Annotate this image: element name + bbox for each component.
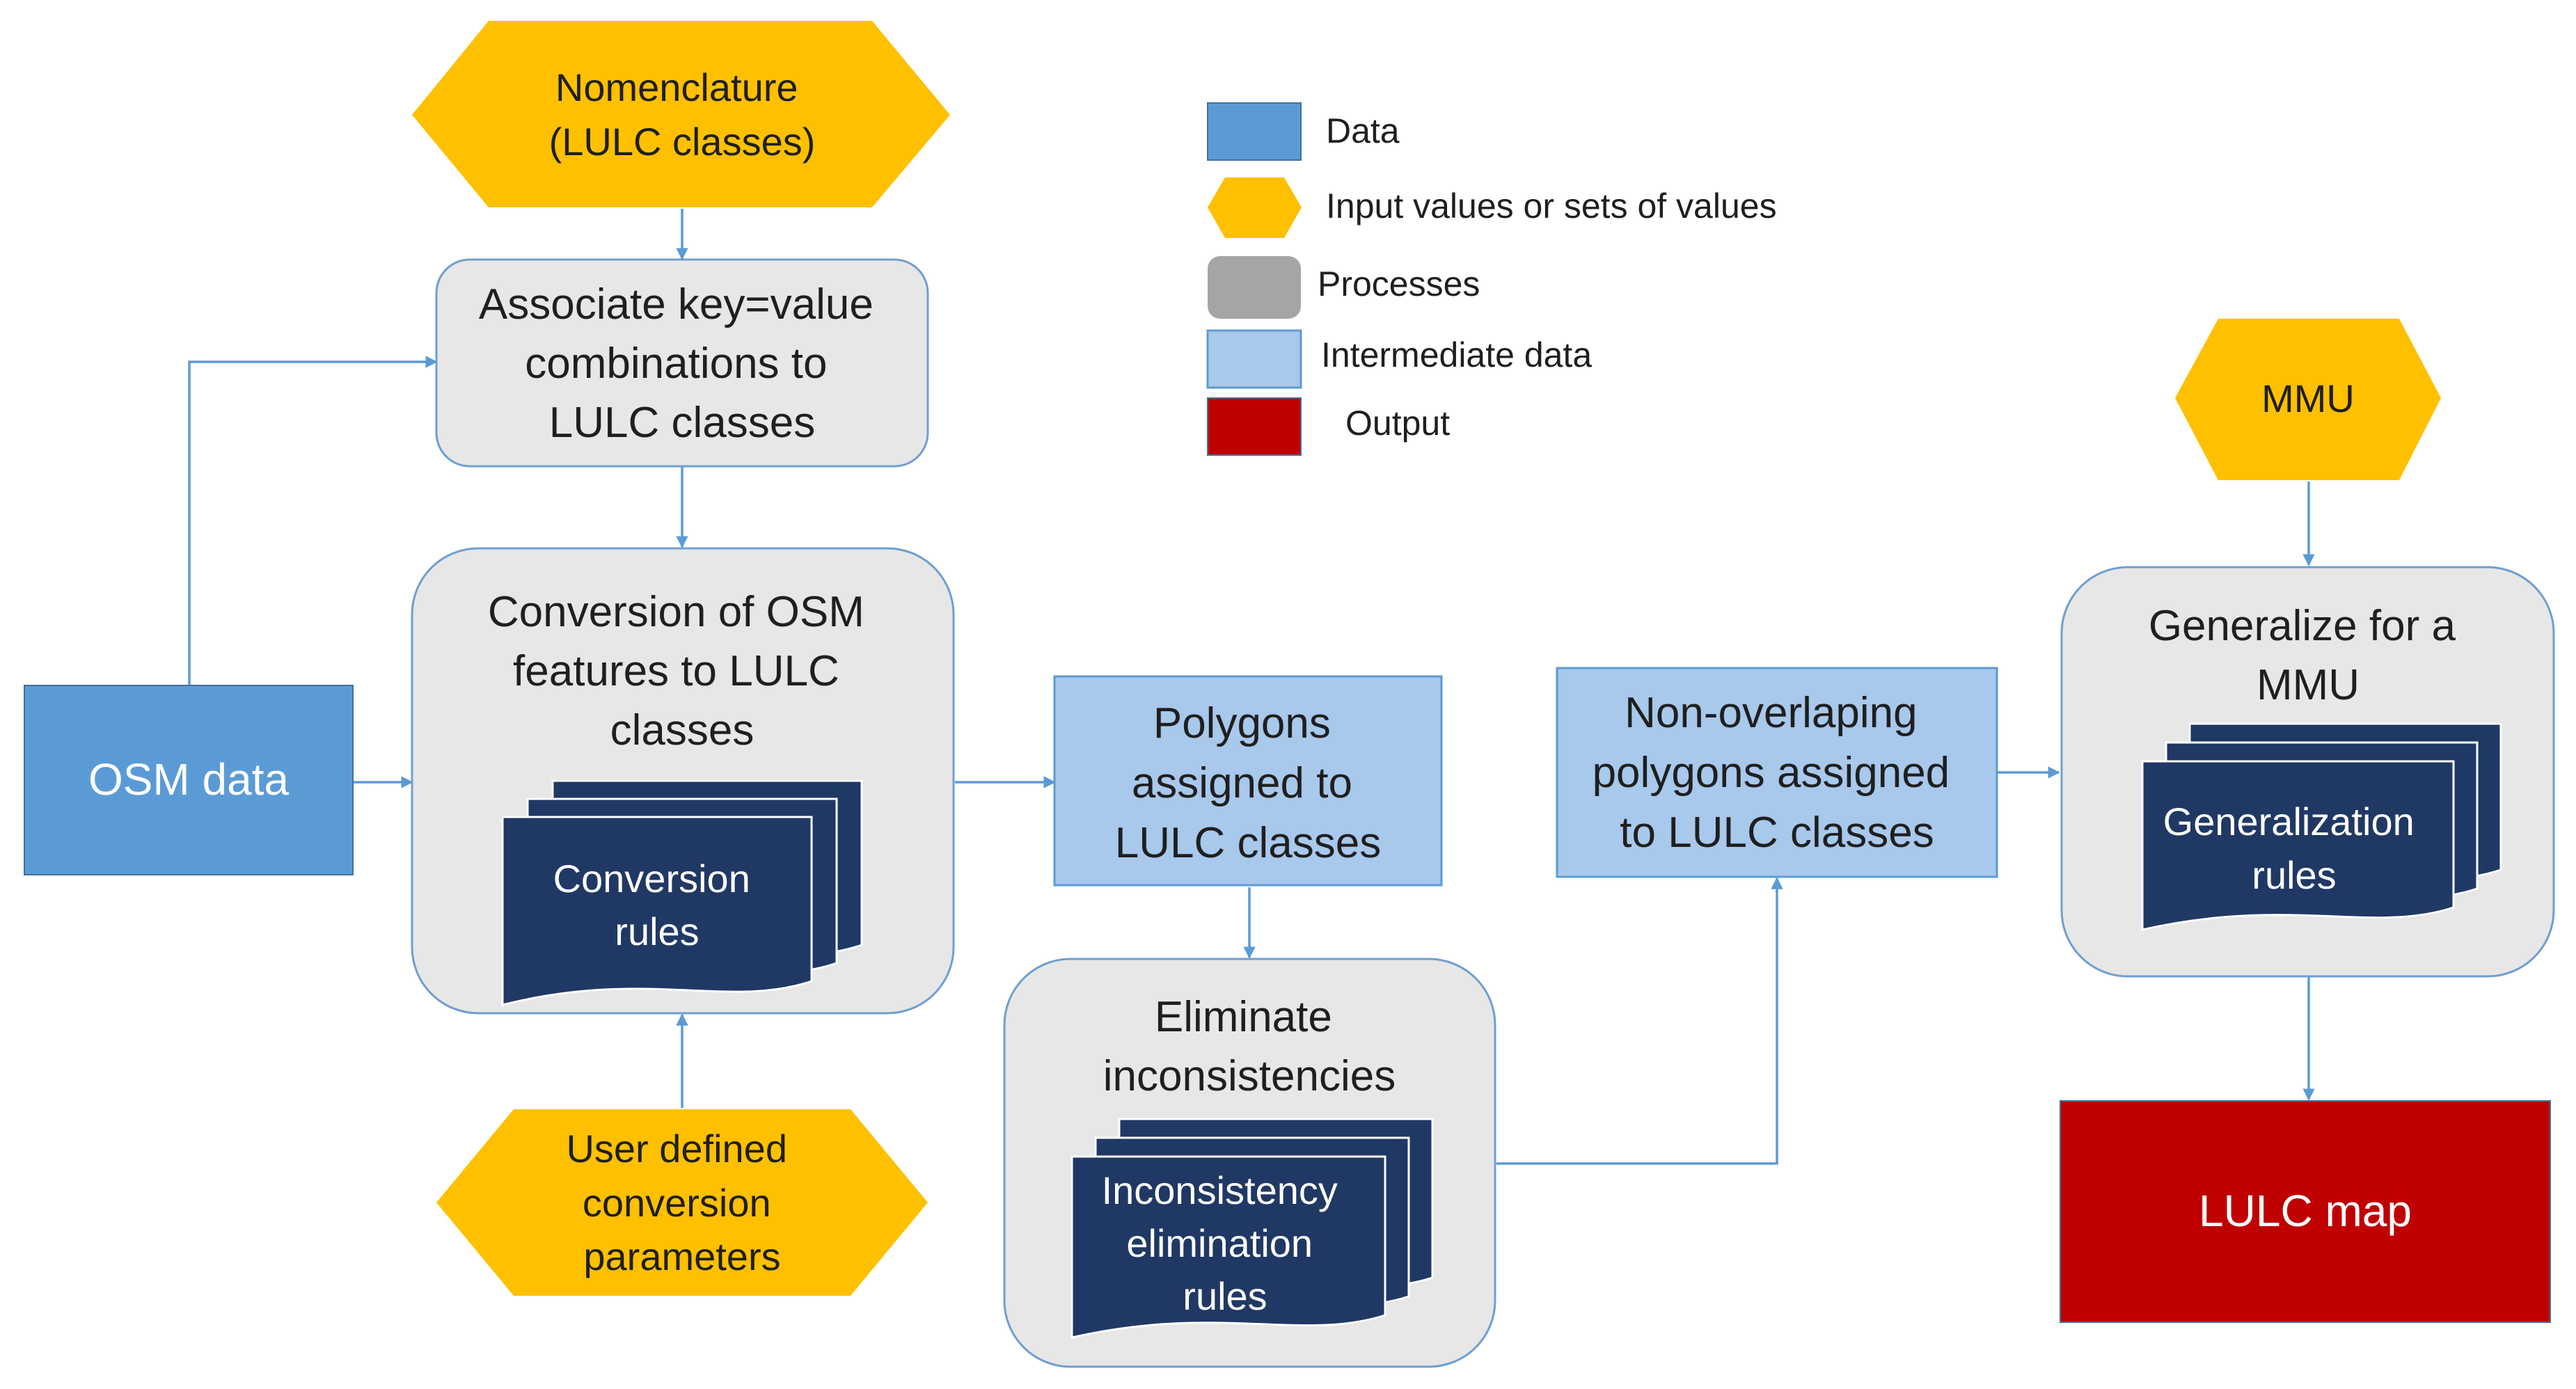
- connector-eliminate-to-non-overlapping: [1496, 877, 1783, 1165]
- legend-label-input: Input values or sets of values: [1326, 186, 1777, 225]
- user-params-input: User defined conversion parameters: [436, 1109, 928, 1296]
- osm-data-node: OSM data: [24, 685, 354, 875]
- osm-data-label: OSM data: [88, 754, 290, 804]
- connector-osm-to-associate: [188, 356, 438, 685]
- non-overlapping-box: [1556, 667, 1998, 878]
- inconsistency-rules-label: Inconsistency elimination rules: [1102, 1168, 1349, 1318]
- eliminate-process: Eliminate inconsistencies Inconsistency …: [1003, 958, 1496, 1368]
- polygons-assigned-label: Polygons assigned to LULC classes: [1115, 699, 1381, 867]
- legend-swatch-intermediate: [1206, 329, 1302, 389]
- legend-swatch-processes: [1208, 256, 1301, 319]
- lulc-map-box: [2060, 1100, 2551, 1323]
- generalize-process: Generalize for a MMU Generalization rule…: [2060, 566, 2555, 978]
- user-params-label: User defined conversion parameters: [566, 1127, 798, 1278]
- non-overlapping-label: Non-overlaping polygons assigned to LULC…: [1593, 689, 1962, 857]
- conversion-process: Conversion of OSM features to LULC class…: [411, 547, 955, 1015]
- associate-label: Associate key=value combinations to LULC…: [479, 280, 885, 447]
- connectors: [188, 209, 2315, 1165]
- generalization-rules-label: Generalization rules: [2163, 800, 2426, 897]
- polygons-assigned-box: [1053, 675, 1443, 887]
- mmu-input: MMU: [2175, 319, 2441, 480]
- legend-item-processes: Processes: [1208, 256, 1480, 319]
- legend-label-processes: Processes: [1318, 264, 1480, 303]
- lulc-map-label: LULC map: [2199, 1186, 2412, 1236]
- legend-item-input: Input values or sets of values: [1208, 177, 1777, 238]
- inconsistency-rules-stack: Inconsistency elimination rules: [1070, 1118, 1434, 1339]
- legend-label-output: Output: [1345, 404, 1450, 443]
- legend-item-intermediate: Intermediate data: [1206, 329, 1592, 389]
- polygons-assigned-node: Polygons assigned to LULC classes: [1053, 675, 1443, 887]
- nomenclature-hexagon: [412, 21, 950, 207]
- osm-data-box: [24, 685, 354, 875]
- generalization-rules-page-front: [2141, 760, 2455, 931]
- generalization-rules-stack: Generalization rules: [2141, 722, 2502, 931]
- non-overlapping-node: Non-overlaping polygons assigned to LULC…: [1556, 667, 1998, 878]
- mmu-hexagon: [2175, 319, 2441, 480]
- associate-process: Associate key=value combinations to LULC…: [435, 258, 929, 468]
- mmu-label: MMU: [2261, 376, 2355, 420]
- legend-swatch-input: [1208, 177, 1302, 238]
- legend-swatch-output: [1207, 397, 1302, 456]
- nomenclature-label: Nomenclature (LULC classes): [549, 65, 816, 164]
- associate-box: [435, 258, 929, 468]
- lulc-map-node: LULC map: [2060, 1100, 2551, 1323]
- legend-label-intermediate: Intermediate data: [1321, 335, 1592, 374]
- conversion-rules-label: Conversion rules: [553, 857, 761, 953]
- eliminate-label: Eliminate inconsistencies: [1103, 993, 1396, 1100]
- inconsistency-rules-page-front: [1070, 1155, 1386, 1339]
- legend-item-output: Output: [1207, 397, 1450, 456]
- legend-label-data: Data: [1326, 111, 1400, 150]
- conversion-label: Conversion of OSM features to LULC class…: [488, 588, 876, 754]
- user-params-hexagon: [436, 1109, 928, 1296]
- nomenclature-input: Nomenclature (LULC classes): [412, 21, 950, 207]
- legend-item-data: Data: [1207, 102, 1400, 161]
- legend: Data Input values or sets of values Proc…: [1206, 102, 1777, 456]
- conversion-rules-page-front: [501, 816, 813, 1006]
- legend-swatch-data: [1207, 102, 1302, 161]
- conversion-rules-stack: Conversion rules: [501, 779, 863, 1006]
- generalize-label: Generalize for a MMU: [2149, 602, 2467, 709]
